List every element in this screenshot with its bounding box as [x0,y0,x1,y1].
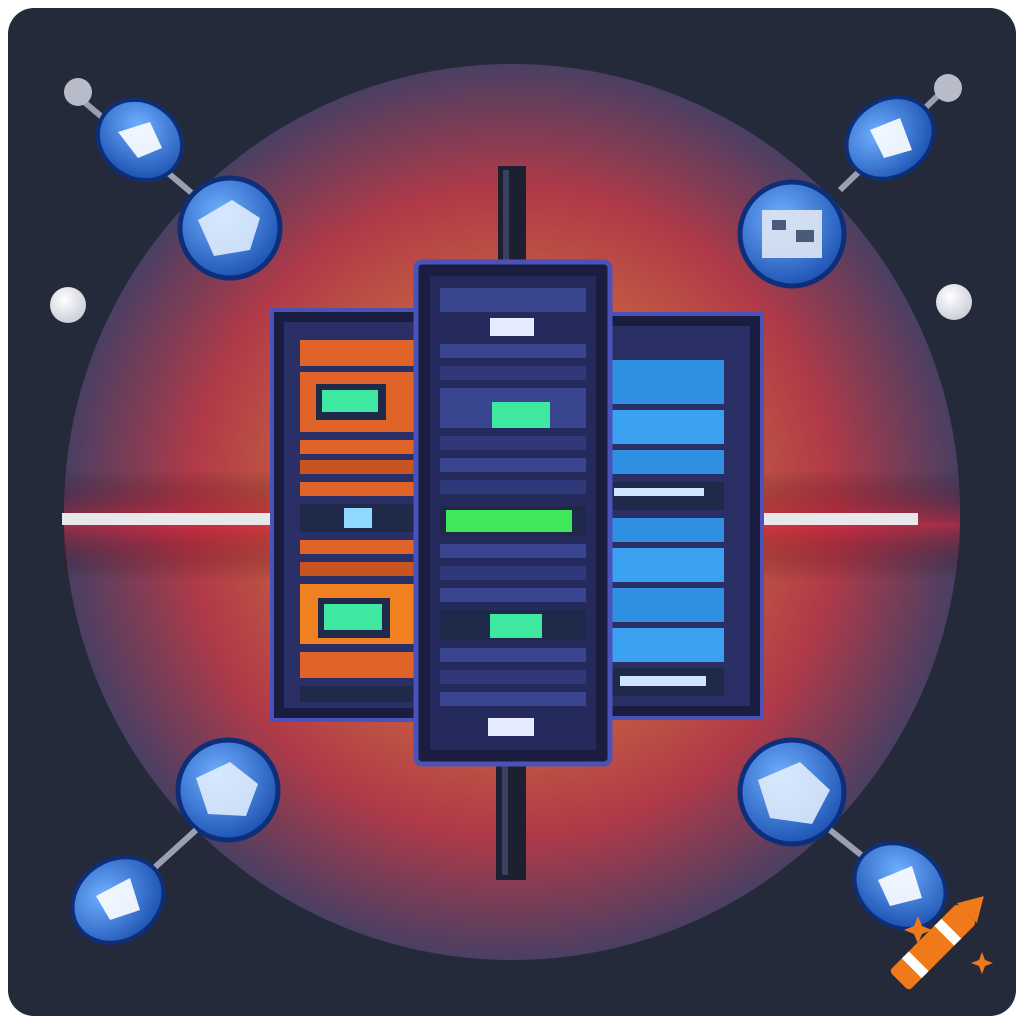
satellite-icon-bottom-right [828,827,948,931]
sparkle-icon-1 [904,916,932,944]
server-rack-center [413,259,613,767]
satellite-icon-bottom-left [70,827,199,945]
server-rack-right [590,312,764,720]
globe-icon-bottom-right [737,737,847,847]
axis-line-right [760,513,918,525]
server-rack-left [270,308,434,722]
globe-icon-top-right [737,179,847,289]
globe-icon-bottom-left [175,737,281,843]
crayon-watermark-icon [890,896,984,990]
sparkle-icon-2 [971,952,993,974]
node-right [936,284,972,320]
satellite-icon-top-left [64,78,202,203]
satellite-icon-top-right [837,74,962,193]
node-left [50,287,86,323]
globe-icon-top-left [177,175,283,281]
axis-line-left [62,513,282,525]
